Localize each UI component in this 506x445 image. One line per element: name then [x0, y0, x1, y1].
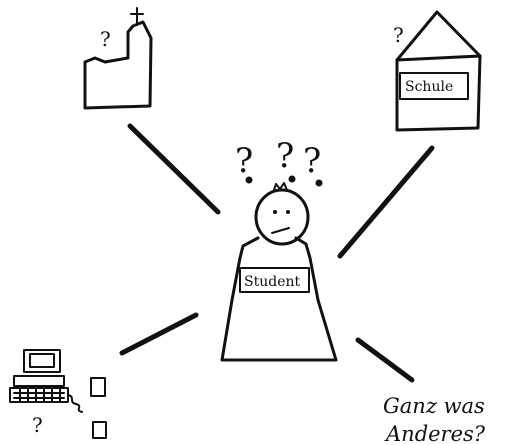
connector-something-else	[355, 337, 415, 383]
school: Schule ?	[393, 10, 482, 132]
something-else-line1: Ganz was	[383, 394, 485, 418]
connector-computer	[119, 312, 199, 356]
question-mark: ?	[303, 141, 321, 181]
student-sign	[239, 267, 310, 293]
church-question-mark: ?	[100, 27, 111, 51]
school-roof	[395, 10, 482, 62]
keyboard-keys	[13, 388, 65, 402]
something-else-line2: Anderes?	[384, 422, 486, 445]
speaker-icon	[92, 421, 107, 439]
something-else: Ganz was Anderes?	[383, 394, 486, 445]
church: ?	[83, 7, 153, 110]
monitor-screen	[29, 353, 55, 368]
cross-icon	[130, 7, 144, 25]
student-figure: ? ? ? Student	[220, 136, 338, 362]
school-building	[395, 54, 482, 132]
head	[254, 188, 310, 246]
body	[220, 236, 338, 362]
school-label: Schule	[405, 79, 453, 95]
computer-case	[13, 375, 65, 387]
connector-school	[337, 145, 435, 259]
student-label: Student	[244, 274, 300, 290]
computer: ?	[9, 349, 107, 439]
monitor-icon	[23, 349, 61, 373]
question-marks: ? ? ?	[235, 136, 323, 187]
school-question-mark: ?	[393, 23, 404, 47]
mouth	[271, 227, 290, 234]
mouse-cable	[67, 394, 83, 413]
connector-church	[127, 123, 221, 215]
question-mark: ?	[276, 136, 294, 176]
school-sign	[399, 72, 469, 100]
church-building	[83, 20, 153, 110]
question-mark: ?	[235, 141, 253, 181]
computer-question-mark: ?	[32, 413, 43, 437]
speaker-icon	[90, 377, 106, 397]
